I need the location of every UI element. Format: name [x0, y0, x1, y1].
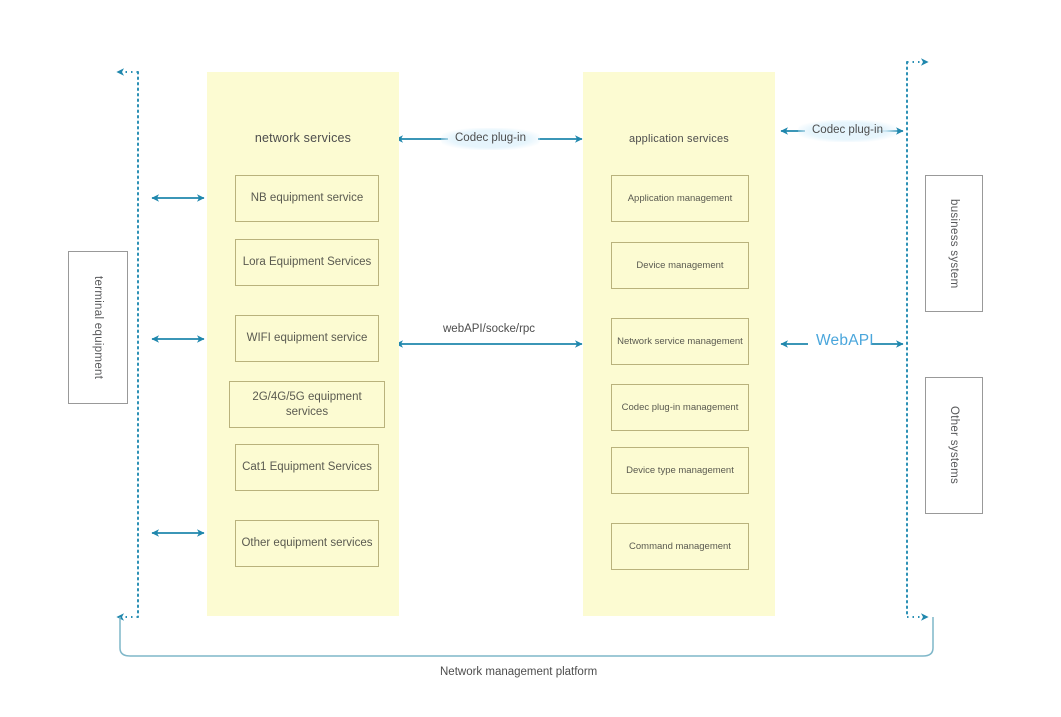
- service-box-label: Codec plug-in management: [621, 401, 739, 413]
- platform-bracket: [119, 617, 934, 657]
- service-box-label: Application management: [627, 192, 733, 204]
- service-box-label: Device type management: [626, 464, 734, 476]
- service-box-label: Command management: [629, 540, 731, 552]
- service-box-label: 2G/4G/5G equipment services: [252, 391, 362, 418]
- other-systems-label: Other systems: [948, 406, 960, 485]
- service-box-label: Device management: [636, 259, 724, 271]
- business-system-box: business system: [925, 175, 983, 312]
- link-label-center-webapi: webAPI/socke/rpc: [443, 323, 536, 335]
- service-box-command-management[interactable]: Command management: [611, 523, 749, 570]
- service-box-device-type-management[interactable]: Device type management: [611, 447, 749, 494]
- service-box-device-management[interactable]: Device management: [611, 242, 749, 289]
- service-box-label: NB equipment service: [250, 192, 364, 205]
- right-platform-boundary: [906, 58, 929, 621]
- network-services-panel: network services NB equipment service Lo…: [207, 72, 399, 616]
- service-box-network-service-management[interactable]: Network service management: [611, 318, 749, 365]
- application-services-title: application services: [629, 133, 729, 145]
- service-box-2g4g5g-equipment[interactable]: 2G/4G/5G equipment services: [229, 381, 385, 428]
- service-box-label: WIFI equipment service: [246, 332, 368, 345]
- terminal-equipment-label: terminal equipment: [92, 275, 104, 380]
- service-box-lora-equipment[interactable]: Lora Equipment Services: [235, 239, 379, 286]
- service-box-codec-plugin-management[interactable]: Codec plug-in management: [611, 384, 749, 431]
- service-box-other-equipment[interactable]: Other equipment services: [235, 520, 379, 567]
- service-box-wifi-equipment[interactable]: WIFI equipment service: [235, 315, 379, 362]
- link-label-center-codec: Codec plug-in: [441, 128, 540, 150]
- link-label-right-webapi: WebAPI: [816, 332, 874, 349]
- service-box-cat1-equipment[interactable]: Cat1 Equipment Services: [235, 444, 379, 491]
- service-box-label: Other equipment services: [241, 537, 373, 550]
- service-box-label: Lora Equipment Services: [242, 256, 372, 269]
- other-systems-box: Other systems: [925, 377, 983, 514]
- link-label-right-codec: Codec plug-in: [798, 120, 897, 142]
- service-box-label: Cat1 Equipment Services: [242, 461, 372, 474]
- service-box-nb-equipment[interactable]: NB equipment service: [235, 175, 379, 222]
- bottom-bracket-caption: Network management platform: [440, 666, 598, 678]
- business-system-label: business system: [948, 198, 960, 289]
- terminal-to-network-arrows: [151, 194, 205, 537]
- application-services-panel: application services Application managem…: [583, 72, 775, 616]
- service-box-application-management[interactable]: Application management: [611, 175, 749, 222]
- terminal-equipment-box: terminal equipment: [68, 251, 128, 404]
- service-box-label: Network service management: [617, 335, 743, 347]
- network-services-title: network services: [254, 131, 352, 145]
